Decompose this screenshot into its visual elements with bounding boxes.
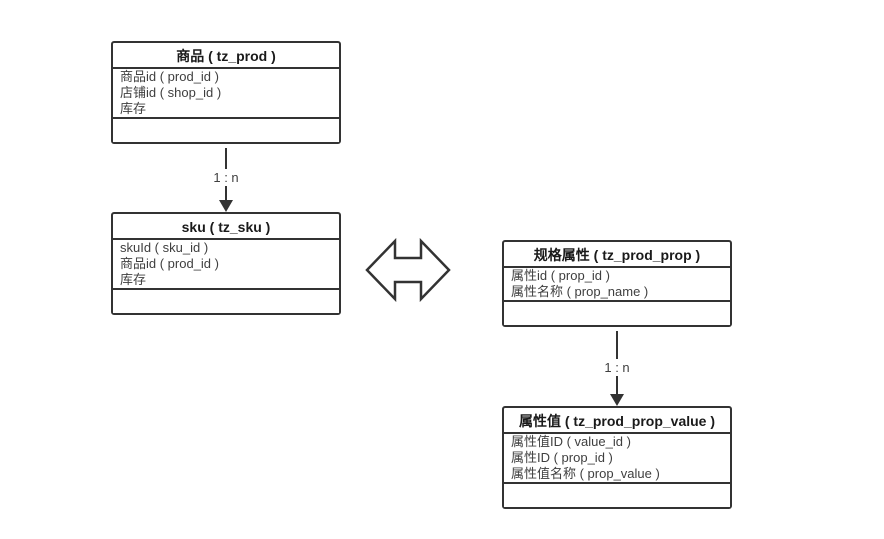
entity-sku-title: sku ( tz_sku ) [113, 214, 339, 240]
entity-prod-prop-empty-section [504, 300, 730, 325]
relation-arrow-prop-to-prop-value: 1 : n [601, 331, 633, 406]
entity-prod-prop-value-empty-section [504, 482, 730, 507]
entity-prod-prop-value-title: 属性值 ( tz_prod_prop_value ) [504, 408, 730, 434]
entity-sku-fields: skuId ( sku_id ) 商品id ( prod_id ) 库存 [113, 240, 339, 288]
entity-prod-prop-value-field-value-id: 属性值ID ( value_id ) [511, 434, 631, 449]
entity-prod-prop-field-prop-name: 属性名称 ( prop_name ) [511, 284, 649, 299]
arrowhead-down-icon [610, 394, 624, 406]
entity-prod-prop-fields: 属性id ( prop_id ) 属性名称 ( prop_name ) [504, 268, 730, 300]
entity-prod-prop-title: 规格属性 ( tz_prod_prop ) [504, 242, 730, 268]
entity-prod-field-shop-id: 店铺id ( shop_id ) [120, 85, 222, 100]
entity-prod-field-prod-id: 商品id ( prod_id ) [120, 69, 219, 84]
entity-prod-fields: 商品id ( prod_id ) 店铺id ( shop_id ) 库存 [113, 69, 339, 117]
entity-sku-empty-section [113, 288, 339, 313]
entity-prod-prop-value: 属性值 ( tz_prod_prop_value ) 属性值ID ( value… [502, 406, 732, 509]
entity-sku-field-sku-id: skuId ( sku_id ) [120, 240, 209, 255]
entity-prod: 商品 ( tz_prod ) 商品id ( prod_id ) 店铺id ( s… [111, 41, 341, 144]
entity-prod-prop: 规格属性 ( tz_prod_prop ) 属性id ( prop_id ) 属… [502, 240, 732, 327]
double-arrow-icon [365, 238, 451, 302]
entity-sku-field-stock: 库存 [120, 272, 147, 287]
entity-prod-title: 商品 ( tz_prod ) [113, 43, 339, 69]
entity-prod-prop-value-fields: 属性值ID ( value_id ) 属性ID ( prop_id ) 属性值名… [504, 434, 730, 482]
one-to-n-label: 1 : n [601, 359, 633, 376]
relation-arrow-prod-to-sku: 1 : n [210, 148, 242, 212]
entity-prod-empty-section [113, 117, 339, 142]
entity-prod-field-stock: 库存 [120, 101, 147, 116]
entity-prod-prop-field-prop-id: 属性id ( prop_id ) [511, 268, 610, 283]
entity-sku-field-prod-id: 商品id ( prod_id ) [120, 256, 219, 271]
arrowhead-down-icon [219, 200, 233, 212]
entity-prod-prop-value-field-prop-value: 属性值名称 ( prop_value ) [511, 466, 660, 481]
entity-sku: sku ( tz_sku ) skuId ( sku_id ) 商品id ( p… [111, 212, 341, 315]
one-to-n-label: 1 : n [210, 169, 242, 186]
entity-prod-prop-value-field-prop-id: 属性ID ( prop_id ) [511, 450, 613, 465]
